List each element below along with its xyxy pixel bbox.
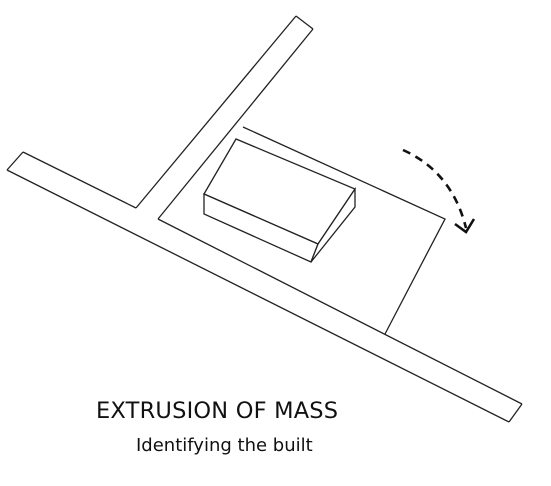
diagram-subtitle: Identifying the built <box>136 435 313 456</box>
building-mass <box>203 138 356 263</box>
main-road-top-edge-right <box>157 218 523 405</box>
main-road <box>6 151 523 423</box>
rotation-arrow <box>402 148 476 234</box>
side-road-left-edge <box>135 15 297 209</box>
rotation-arrow-head <box>454 218 476 234</box>
site-plot-boundary <box>242 126 446 335</box>
side-road-end <box>295 15 314 30</box>
main-road-right-end <box>508 403 523 423</box>
main-road-bottom-edge <box>6 169 510 423</box>
diagram-title: EXTRUSION OF MASS <box>96 398 339 424</box>
rotation-arrow-curve <box>402 148 468 229</box>
mass-side-face <box>310 186 356 263</box>
side-road-right-edge <box>157 28 314 220</box>
main-road-left-end <box>6 151 24 171</box>
main-road-top-edge <box>22 151 137 209</box>
side-road <box>135 15 314 220</box>
